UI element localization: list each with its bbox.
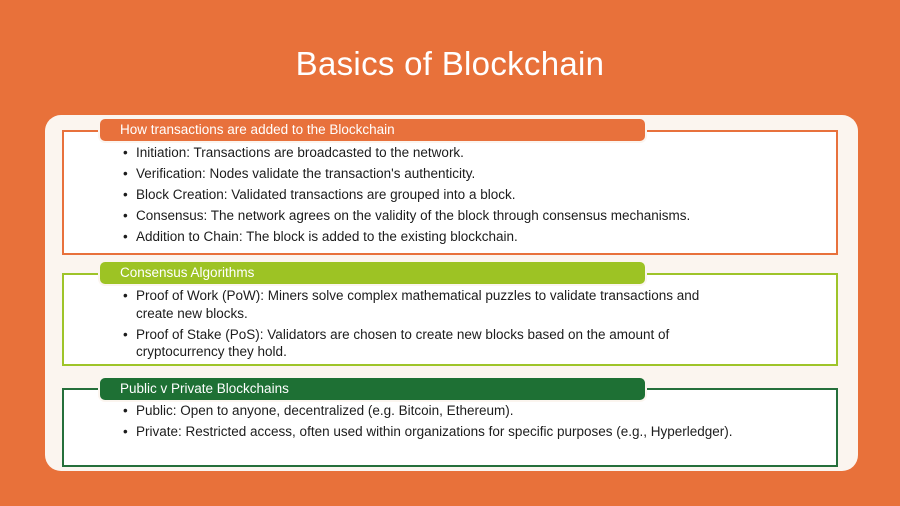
- bullet-text: Addition to Chain: The block is added to…: [136, 229, 518, 244]
- transactions-bullet-list: Initiation: Transactions are broadcasted…: [64, 132, 836, 246]
- list-item: Initiation: Transactions are broadcasted…: [122, 144, 822, 162]
- consensus-bullet-list: Proof of Work (PoW): Miners solve comple…: [64, 275, 836, 361]
- bullet-text: Consensus: The network agrees on the val…: [136, 208, 691, 223]
- list-item: Proof of Work (PoW): Miners solve comple…: [122, 287, 822, 322]
- bullet-text: Private: Restricted access, often used w…: [136, 424, 733, 439]
- bullet-text: Verification: Nodes validate the transac…: [136, 166, 476, 181]
- bullet-text: Initiation: Transactions are broadcasted…: [136, 145, 464, 160]
- bullet-text: Proof of Work (PoW): Miners solve comple…: [136, 288, 700, 303]
- public-private-bullet-list: Public: Open to anyone, decentralized (e…: [64, 390, 836, 441]
- bullet-text: cryptocurrency they hold.: [136, 344, 287, 359]
- list-item: Verification: Nodes validate the transac…: [122, 165, 822, 183]
- bullet-text: Block Creation: Validated transactions a…: [136, 187, 516, 202]
- section-transactions-panel: Initiation: Transactions are broadcasted…: [62, 130, 838, 255]
- page-title: Basics of Blockchain: [295, 45, 605, 82]
- list-item: Private: Restricted access, often used w…: [122, 423, 822, 441]
- section-public-private-panel: Public: Open to anyone, decentralized (e…: [62, 388, 838, 467]
- list-item: Public: Open to anyone, decentralized (e…: [122, 402, 822, 420]
- bullet-text: Public: Open to anyone, decentralized (e…: [136, 403, 514, 418]
- bullet-text: create new blocks.: [136, 305, 248, 321]
- section-consensus-header: Consensus Algorithms: [100, 262, 645, 284]
- list-item: Block Creation: Validated transactions a…: [122, 186, 822, 204]
- list-item: Proof of Stake (PoS): Validators are cho…: [122, 326, 822, 361]
- section-transactions-header: How transactions are added to the Blockc…: [100, 119, 645, 141]
- list-item: Addition to Chain: The block is added to…: [122, 228, 822, 246]
- bullet-text: Proof of Stake (PoS): Validators are cho…: [136, 326, 670, 342]
- list-item: Consensus: The network agrees on the val…: [122, 207, 822, 225]
- section-consensus-panel: Proof of Work (PoW): Miners solve comple…: [62, 273, 838, 366]
- content-card: Initiation: Transactions are broadcasted…: [45, 115, 858, 471]
- section-public-private-header: Public v Private Blockchains: [100, 378, 645, 400]
